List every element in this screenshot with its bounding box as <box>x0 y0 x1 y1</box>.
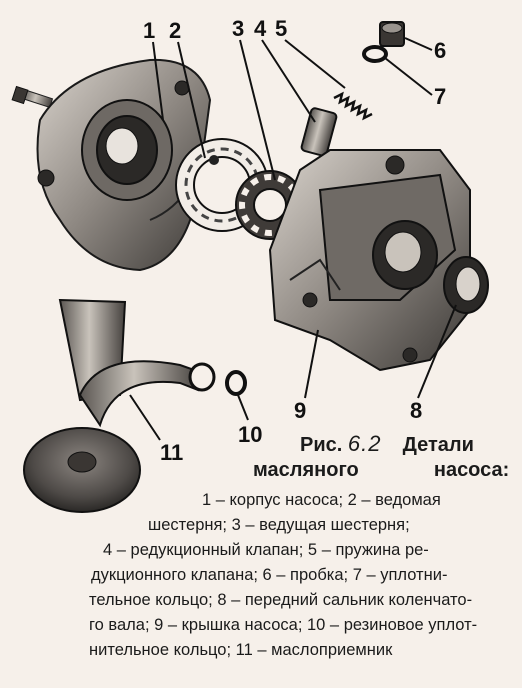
callout-3: 3 <box>232 16 245 41</box>
callout-5: 5 <box>275 16 288 41</box>
caption-ris: Рис. <box>300 434 343 456</box>
caption-line: шестерня; 3 – ведущая шестерня; <box>148 516 410 534</box>
leader-lines <box>129 37 457 441</box>
valve-spring-part <box>333 91 373 121</box>
caption-title-2a: масляного <box>253 459 359 481</box>
pump-housing-part <box>36 58 212 272</box>
oil-seal-part <box>443 256 489 314</box>
callout-2: 2 <box>169 18 182 43</box>
callout-6: 6 <box>434 38 447 63</box>
bolt-part <box>11 85 54 109</box>
caption-title-word: Детали <box>402 434 474 456</box>
callout-8: 8 <box>410 398 423 423</box>
pump-cover-part <box>268 149 471 372</box>
caption-line: дукционного клапана; 6 – пробка; 7 – упл… <box>91 566 448 584</box>
callout-9: 9 <box>294 398 307 423</box>
caption-line: 1 – корпус насоса; 2 – ведомая <box>202 491 441 509</box>
caption-title-line-2: масляного насоса: <box>253 458 509 482</box>
callout-10: 10 <box>238 422 263 447</box>
figure-number: 6.2 <box>347 431 382 456</box>
caption-line: тельное кольцо; 8 – передний сальник кол… <box>89 591 473 609</box>
callout-11: 11 <box>160 440 184 465</box>
rubber-ring-part <box>225 370 247 396</box>
caption-line: 4 – редукционный клапан; 5 – пружина ре- <box>103 541 429 559</box>
callout-1: 1 <box>143 18 156 43</box>
sealing-ring-part <box>362 45 388 63</box>
oil-pickup-part <box>23 298 216 513</box>
caption-title-line-1: Рис. 6.2 Детали <box>300 432 474 457</box>
caption-title-2b: насоса: <box>433 459 510 481</box>
callout-4: 4 <box>254 16 267 41</box>
caption-line: го вала; 9 – крышка насоса; 10 – резинов… <box>89 616 478 634</box>
caption-line: нительное кольцо; 11 – маслоприемник <box>89 641 393 659</box>
callout-7: 7 <box>434 84 447 109</box>
plug-part <box>379 21 405 47</box>
relief-valve-part <box>300 107 338 157</box>
